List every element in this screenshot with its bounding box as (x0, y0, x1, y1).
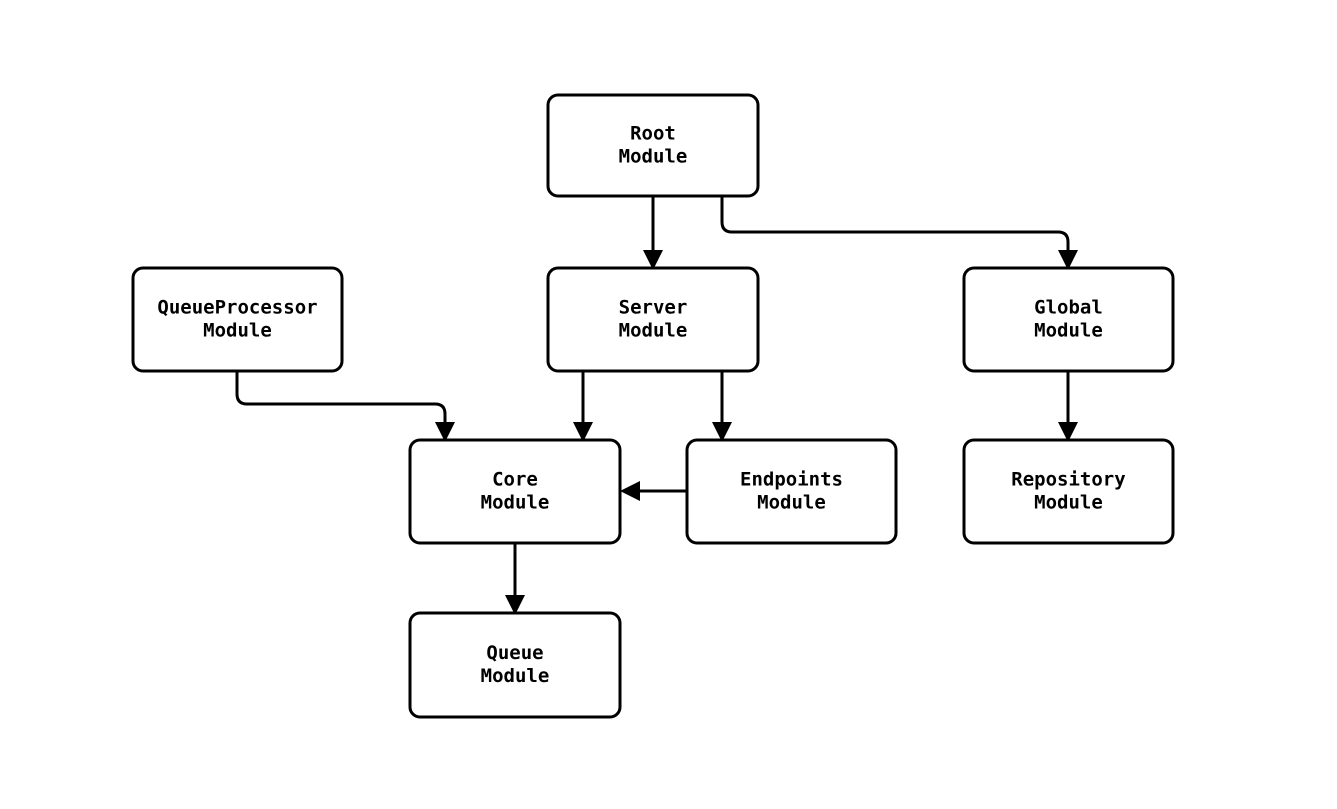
node-label-line2: Module (619, 145, 688, 167)
arrow-head-icon (712, 422, 732, 442)
node-label-line1: Server (619, 297, 688, 319)
node-label-line2: Module (203, 319, 272, 341)
node-rect[interactable] (962, 438, 1175, 545)
node-rect[interactable] (546, 93, 760, 198)
edge-global-to-repository (1058, 371, 1078, 442)
arrow-head-icon (505, 595, 525, 615)
edge-root-to-global (720, 196, 1078, 270)
node-rect[interactable] (685, 438, 898, 545)
node-queueprocessor-module[interactable]: QueueProcessor Module (131, 266, 344, 373)
arrow-head-icon (620, 481, 640, 501)
node-label-line1: Repository (1011, 469, 1125, 491)
arrow-head-icon (435, 422, 455, 442)
node-label-line1: Global (1034, 297, 1103, 319)
arrow-head-icon (1058, 422, 1078, 442)
edge-core-to-queue (505, 543, 525, 615)
edge-layer (235, 196, 1078, 615)
edge-queueprocessor-to-core (235, 371, 455, 442)
node-server-module[interactable]: Server Module (546, 266, 760, 373)
node-label-line1: QueueProcessor (157, 297, 317, 319)
edge-server-to-core (573, 371, 593, 442)
node-root-module[interactable]: Root Module (546, 93, 760, 198)
node-label-line1: Endpoints (740, 469, 843, 491)
node-label-line1: Queue (486, 642, 543, 664)
node-label-line2: Module (481, 491, 550, 513)
node-label-line1: Core (492, 469, 538, 491)
edge-endpoints-to-core (620, 481, 687, 501)
node-rect[interactable] (962, 266, 1175, 373)
edge-line (235, 371, 447, 430)
edge-server-to-endpoints (712, 371, 732, 442)
node-repository-module[interactable]: Repository Module (962, 438, 1175, 545)
edge-line (720, 196, 1070, 258)
node-rect[interactable] (546, 266, 760, 373)
node-core-module[interactable]: Core Module (408, 438, 622, 545)
arrow-head-icon (573, 422, 593, 442)
node-label-line2: Module (1034, 319, 1103, 341)
node-global-module[interactable]: Global Module (962, 266, 1175, 373)
node-label-line2: Module (757, 491, 826, 513)
arrow-head-icon (1058, 250, 1078, 270)
node-label-line2: Module (1034, 491, 1103, 513)
node-layer: Root Module QueueProcessor Module Server… (131, 93, 1175, 719)
edge-root-to-server (643, 196, 663, 270)
node-rect[interactable] (408, 611, 622, 719)
arrow-head-icon (643, 250, 663, 270)
node-queue-module[interactable]: Queue Module (408, 611, 622, 719)
node-label-line2: Module (619, 319, 688, 341)
node-label-line1: Root (630, 123, 676, 145)
node-endpoints-module[interactable]: Endpoints Module (685, 438, 898, 545)
node-rect[interactable] (408, 438, 622, 545)
node-label-line2: Module (481, 665, 550, 687)
node-rect[interactable] (131, 266, 344, 373)
